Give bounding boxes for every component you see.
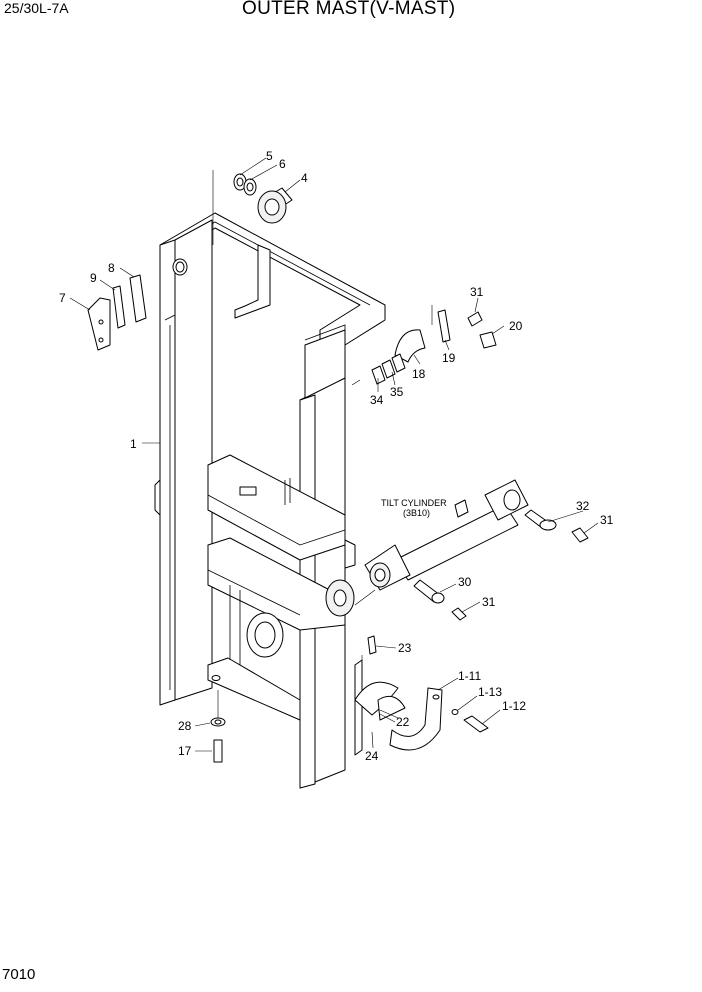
callout-19: 19 (442, 351, 456, 365)
callout-17: 17 (178, 744, 192, 758)
callout-4: 4 (301, 171, 308, 185)
tilt-cylinder-reference: TILT CYLINDER (3B10) (381, 498, 447, 518)
tilt-cylinder (354, 479, 529, 606)
callout-31-top: 31 (470, 285, 484, 299)
callout-1-12: 1-12 (502, 699, 526, 713)
reference-code: (3B10) (403, 508, 430, 518)
outer-mast-frame (154, 212, 386, 789)
callout-18: 18 (412, 367, 426, 381)
callout-28: 28 (178, 719, 192, 733)
callout-5: 5 (266, 149, 273, 163)
callout-31-mid: 31 (482, 595, 496, 609)
diagram-title: OUTER MAST(V-MAST) (242, 0, 456, 19)
callout-31-right: 31 (600, 513, 614, 527)
mast-bearing-group (212, 170, 293, 245)
leader-lines (69, 157, 599, 752)
callout-22: 22 (396, 715, 410, 729)
mast-pin (172, 258, 188, 276)
callout-30: 30 (458, 575, 472, 589)
callout-1-13: 1-13 (478, 685, 502, 699)
callout-24: 24 (365, 749, 379, 763)
callout-7: 7 (59, 291, 66, 305)
page-number: 7010 (2, 966, 36, 983)
bottom-bolt-group (210, 690, 226, 763)
tilt-bracket (325, 579, 355, 617)
callout-34: 34 (370, 393, 384, 407)
callout-8: 8 (108, 261, 115, 275)
callout-20: 20 (509, 319, 523, 333)
callout-23: 23 (398, 641, 412, 655)
tilt-pins (413, 509, 589, 621)
callout-9: 9 (90, 271, 97, 285)
callout-1: 1 (130, 437, 137, 451)
callout-6: 6 (279, 157, 286, 171)
left-bracket-group (87, 274, 147, 351)
callout-1-11: 1-11 (458, 669, 481, 683)
hose-clamp-group (351, 305, 497, 386)
model-code: 25/30L-7A (4, 0, 69, 16)
callout-35: 35 (390, 385, 404, 399)
reference-name: TILT CYLINDER (381, 498, 447, 508)
mast-support-group (354, 635, 489, 756)
callout-32: 32 (576, 499, 590, 513)
callout-labels: 1 4 5 6 7 8 9 18 19 20 31 34 35 32 31 30… (59, 149, 614, 763)
